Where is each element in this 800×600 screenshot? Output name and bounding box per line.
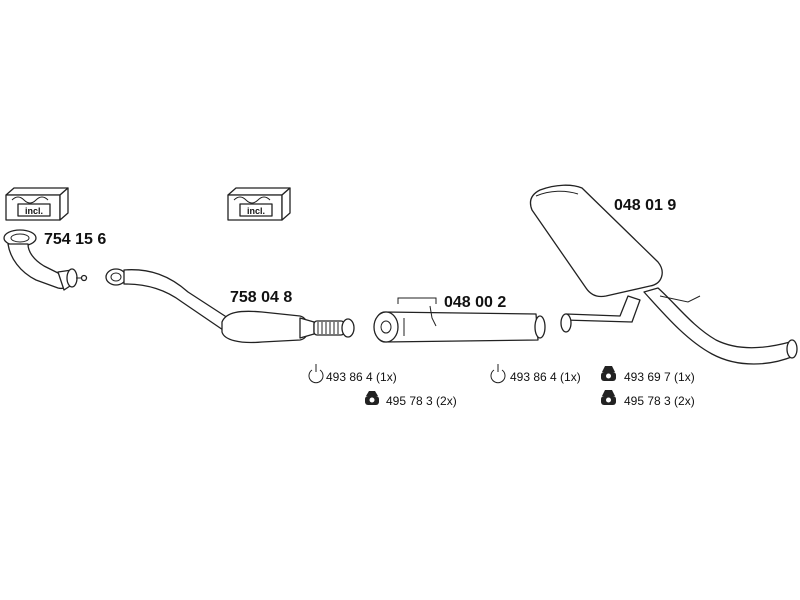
accessory-label: 493 69 7 (1x) [624, 370, 695, 384]
part-number-label: 758 04 8 [230, 289, 292, 306]
center-silencer-part [373, 297, 546, 343]
clamp-icon [490, 364, 506, 384]
kit-label: incl. [25, 206, 43, 216]
accessory-label: 493 86 4 (1x) [326, 370, 397, 384]
rubber-mount-icon [365, 391, 379, 405]
clamp-icon [308, 364, 324, 384]
catalytic-converter-part [105, 268, 355, 344]
part-number-label: 048 00 2 [444, 294, 506, 311]
mounting-kit-box: incl. [5, 187, 69, 221]
rear-silencer-part [529, 184, 798, 365]
rubber-mount-icon [601, 366, 616, 381]
accessory-label: 495 78 3 (2x) [624, 394, 695, 408]
accessory-label: 493 86 4 (1x) [510, 370, 581, 384]
kit-label: incl. [247, 206, 265, 216]
mounting-kit-box: incl. [227, 187, 291, 221]
accessory-label: 495 78 3 (2x) [386, 394, 457, 408]
part-number-label: 754 15 6 [44, 231, 106, 248]
rubber-mount-icon [601, 390, 616, 405]
part-number-label: 048 01 9 [614, 197, 676, 214]
front-pipe-part [3, 229, 88, 291]
